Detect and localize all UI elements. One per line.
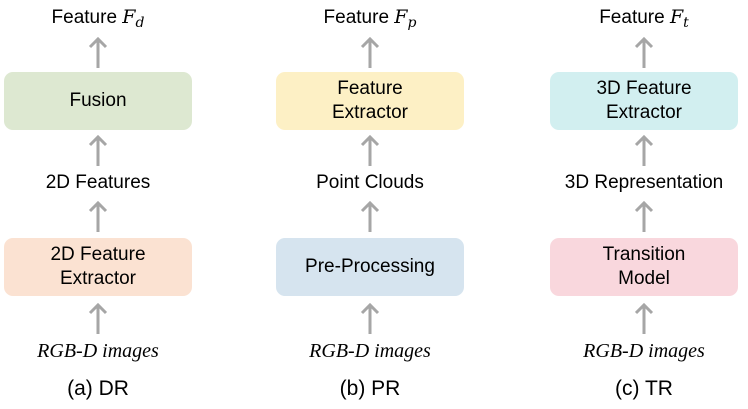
fusion-box: Fusion (4, 72, 192, 130)
pr-point-clouds-label: Point Clouds (316, 172, 424, 193)
up-arrow-icon (88, 302, 108, 334)
up-arrow-icon (88, 200, 108, 232)
up-arrow-icon (634, 134, 654, 166)
up-arrow-icon (634, 200, 654, 232)
pr-output-feature-label: Feature Fp (272, 6, 468, 31)
feature-extractor-box: Feature Extractor (276, 72, 464, 130)
up-arrow-icon (360, 200, 380, 232)
tr-feature-subscript: t (683, 15, 689, 31)
pr-column: Feature Fp Feature Extractor Point Cloud… (272, 0, 472, 409)
pr-feature-subscript: p (407, 15, 417, 31)
tr-feature-word: Feature (599, 7, 665, 28)
up-arrow-icon (634, 36, 654, 68)
transition-model-box: Transition Model (550, 238, 738, 296)
dr-column: Feature Fd Fusion 2D Features 2D Feature… (0, 0, 200, 409)
dr-feature-symbol: F (122, 6, 136, 28)
dr-2d-features-label: 2D Features (45, 172, 151, 193)
dr-output-feature-label: Feature Fd (0, 6, 196, 31)
dr-feature-subscript: d (135, 15, 145, 31)
up-arrow-icon (88, 134, 108, 166)
up-arrow-icon (360, 36, 380, 68)
tr-output-feature-label: Feature Ft (546, 6, 742, 31)
pr-input-label: RGB-D images (309, 340, 431, 362)
pr-caption: (b) PR (339, 377, 401, 400)
tr-input-label: RGB-D images (583, 340, 705, 362)
pr-feature-symbol: F (394, 6, 408, 28)
3d-feature-extractor-box: 3D Feature Extractor (550, 72, 738, 130)
up-arrow-icon (360, 302, 380, 334)
up-arrow-icon (634, 302, 654, 334)
tr-feature-symbol: F (669, 6, 684, 28)
2d-feature-extractor-box: 2D Feature Extractor (4, 238, 192, 296)
dr-input-label: RGB-D images (37, 340, 159, 362)
tr-column: Feature Ft 3D Feature Extractor 3D Repre… (546, 0, 746, 409)
dr-caption: (a) DR (67, 377, 129, 400)
pr-feature-word: Feature (323, 7, 390, 28)
up-arrow-icon (360, 134, 380, 166)
tr-3d-representation-label: 3D Representation (564, 172, 724, 193)
dr-feature-word: Feature (51, 7, 118, 28)
up-arrow-icon (88, 36, 108, 68)
pre-processing-box: Pre-Processing (276, 238, 464, 296)
tr-caption: (c) TR (615, 377, 673, 400)
